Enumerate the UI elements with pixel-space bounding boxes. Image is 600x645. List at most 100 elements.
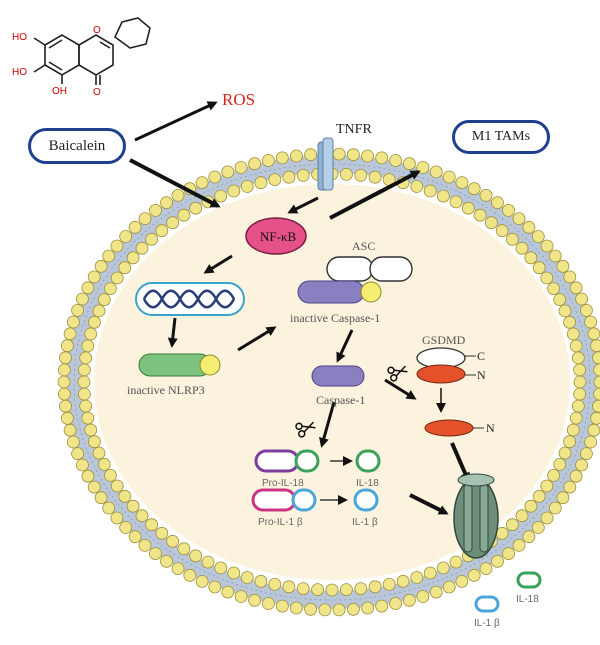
il1b-released-node [476,597,498,611]
lipid-head [241,572,253,584]
oh-label-mid: HO [12,67,27,78]
lipid-head [172,189,184,201]
lipid-head [437,190,449,202]
lipid-head [474,209,486,221]
lipid-head [513,213,525,225]
lipid-head [450,196,462,208]
caspase1-label: Caspase-1 [316,393,365,407]
lipid-head [456,575,468,587]
lipid-head [78,364,90,376]
lipid-head [129,221,141,233]
lipid-head [492,197,504,209]
lipid-head [541,480,553,492]
gsdmd-c-label: C [477,349,485,363]
lipid-head [564,481,576,493]
lipid-head [585,436,597,448]
lipid-head [58,376,70,388]
lipid-head [88,316,100,328]
lipid-head [557,260,569,272]
lipid-head [150,204,162,216]
lipid-head [61,412,73,424]
lipid-head [178,209,190,221]
lipid-head [333,604,345,616]
lipid-head [525,500,537,512]
lipid-head [533,262,545,274]
oh-label-top: HO [12,32,27,43]
gsdmd-n-fragment [425,420,473,436]
lipid-head [326,584,338,596]
asc-label: ASC [352,239,375,253]
lipid-head [557,492,569,504]
lipid-head [255,575,267,587]
baicalein-box: Baicalein [28,128,126,164]
lipid-head [167,217,179,229]
lipid-head [564,436,576,448]
inactive-nlrp3-label: inactive NLRP3 [127,383,205,397]
lipid-head [580,448,592,460]
lipid-head [290,602,302,614]
il1b-label: IL-1 β [352,517,378,528]
baicalein-structure [34,18,150,85]
lipid-head [222,586,234,598]
lipid-head [588,424,600,436]
lipid-head [480,563,492,575]
lipid-head [347,149,359,161]
lipid-head [424,567,436,579]
lipid-head [78,388,90,400]
lipid-head [119,490,131,502]
lipid-head [574,388,586,400]
lipid-head [362,602,374,614]
lipid-head [156,225,168,237]
lipid-head [78,376,90,388]
lipid-head [570,470,582,482]
lipid-head [468,183,480,195]
lipid-head [319,604,331,616]
lipid-head [585,316,597,328]
lipid-head [111,272,123,284]
lipid-head [196,177,208,189]
lipid-head [58,388,70,400]
lipid-head [146,519,158,531]
lipid-head [127,252,139,264]
lipid-head [241,181,253,193]
lipid-head [161,197,173,209]
lipid-head [95,260,107,272]
lipid-head [523,221,535,233]
ros-label: ROS [222,90,255,109]
lipid-head [60,400,72,412]
lipid-head [103,250,115,262]
gsdmd-n-cleaved-label: N [486,421,495,435]
lipid-head [516,242,528,254]
lipid-head [591,340,600,352]
lipid-head [397,575,409,587]
lipid-head [139,539,151,551]
lipid-head [559,305,571,317]
lipid-head [93,447,105,459]
lipid-head [215,562,227,574]
lipid-head [276,152,288,164]
lipid-head [572,400,584,412]
lipid-head [120,231,132,243]
lipid-head [202,556,214,568]
pro-il18-label: Pro-IL-18 [262,478,304,489]
lipid-head [88,436,100,448]
lipid-head [283,581,295,593]
lipid-head [139,213,151,225]
lipid-head [492,555,504,567]
lipid-head [468,569,480,581]
lipid-head [588,328,600,340]
lipid-head [340,168,352,180]
lipid-head [290,150,302,162]
lipid-head [480,189,492,201]
dna-helix-icon [136,283,244,315]
lipid-head [209,581,221,593]
lipid-head [462,202,474,214]
lipid-head [424,185,436,197]
lipid-head [72,448,84,460]
lipid-head [88,271,100,283]
lipid-head [305,149,317,161]
lipid-head [190,202,202,214]
lipid-head [548,469,560,481]
lipid-head [559,447,571,459]
